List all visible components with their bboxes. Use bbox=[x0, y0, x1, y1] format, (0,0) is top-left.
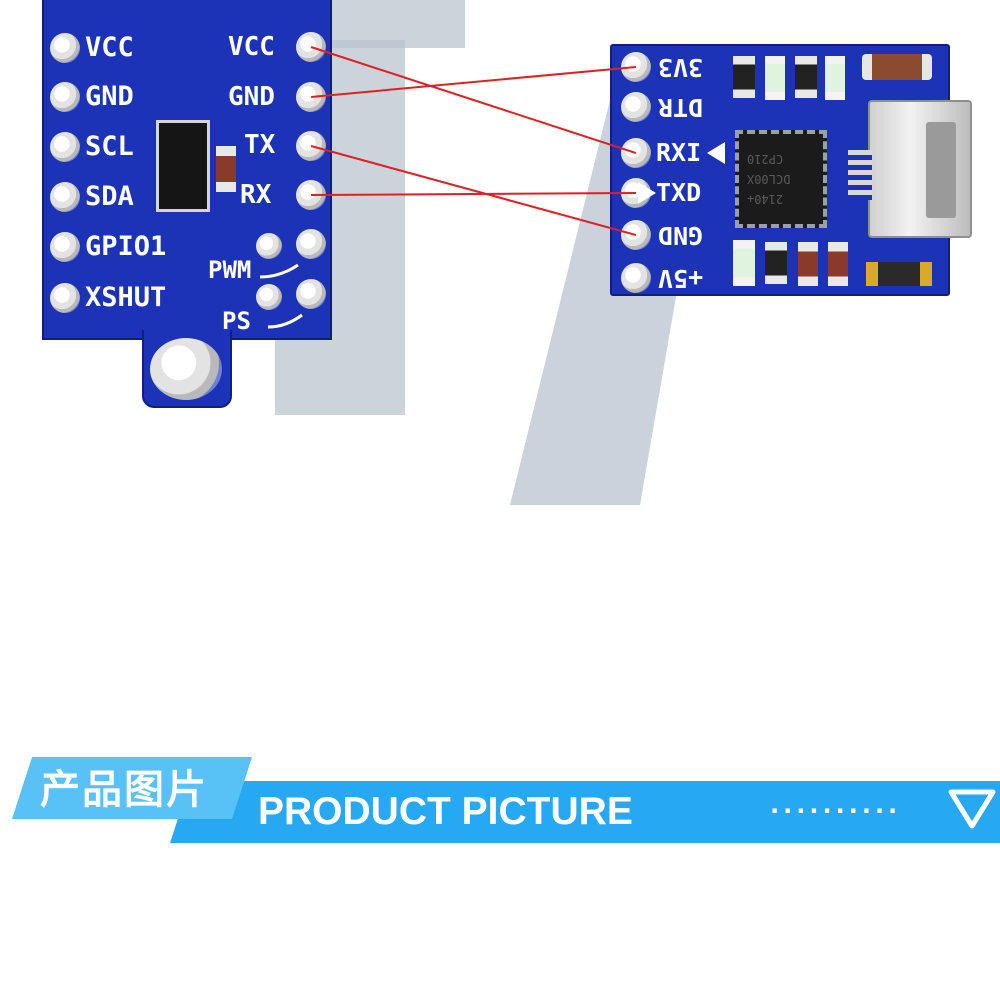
fuse bbox=[866, 262, 932, 286]
arrow-rxi-icon bbox=[707, 142, 725, 164]
triangle-down-icon bbox=[948, 789, 996, 829]
arrow-txd-icon bbox=[638, 182, 656, 204]
label-vcc-right: VCC bbox=[228, 32, 275, 62]
banner-title-cn: 产品图片 bbox=[40, 767, 208, 813]
label-tx: TX bbox=[244, 130, 276, 160]
pin-gpio1 bbox=[50, 232, 80, 262]
banner-title-en: PRODUCT PICTURE bbox=[258, 790, 633, 833]
label-vcc-left: VCC bbox=[85, 32, 134, 63]
pin-vcc bbox=[50, 33, 80, 63]
pin-pwm bbox=[256, 233, 282, 259]
led bbox=[765, 56, 785, 100]
smd-component bbox=[765, 242, 787, 284]
usb-bridge-chip: CP210 DCL00X 2140+ bbox=[735, 130, 827, 228]
usb-pins bbox=[848, 150, 872, 200]
label-sda: SDA bbox=[85, 181, 134, 212]
mount-hole bbox=[150, 338, 222, 400]
silkscreen-curves bbox=[259, 263, 303, 329]
smd-component bbox=[733, 56, 755, 98]
led bbox=[733, 240, 755, 286]
label-pwm: PWM bbox=[208, 256, 252, 284]
resistor bbox=[216, 146, 236, 192]
label-ps: PS bbox=[222, 307, 251, 335]
usb-port-slot bbox=[926, 122, 956, 218]
pin-scl bbox=[50, 132, 80, 162]
label-gpio1: GPIO1 bbox=[85, 231, 167, 262]
label-txd: TXD bbox=[656, 178, 702, 207]
pin-a bbox=[296, 229, 326, 259]
pin-dtr bbox=[621, 92, 651, 122]
pin-ps bbox=[256, 284, 282, 310]
pin-xshut bbox=[50, 283, 80, 313]
label-gnd-left: GND bbox=[85, 81, 134, 112]
sensor-chip bbox=[156, 120, 210, 212]
led bbox=[825, 56, 845, 100]
label-rx: RX bbox=[240, 180, 272, 210]
banner-dots: ·········· bbox=[770, 797, 902, 825]
capacitor bbox=[862, 54, 932, 80]
label-gnd-right: GND bbox=[228, 82, 275, 112]
pin-sda bbox=[50, 182, 80, 212]
label-scl: SCL bbox=[85, 131, 134, 162]
pin-5v bbox=[621, 263, 651, 293]
resistor bbox=[828, 242, 848, 286]
label-rxi: RXI bbox=[656, 138, 702, 167]
resistor bbox=[798, 242, 818, 286]
micro-usb-connector bbox=[868, 100, 972, 238]
smd-component bbox=[795, 56, 817, 98]
pin-b bbox=[296, 279, 326, 309]
pin-gnd bbox=[50, 82, 80, 112]
label-xshut: XSHUT bbox=[85, 282, 167, 313]
